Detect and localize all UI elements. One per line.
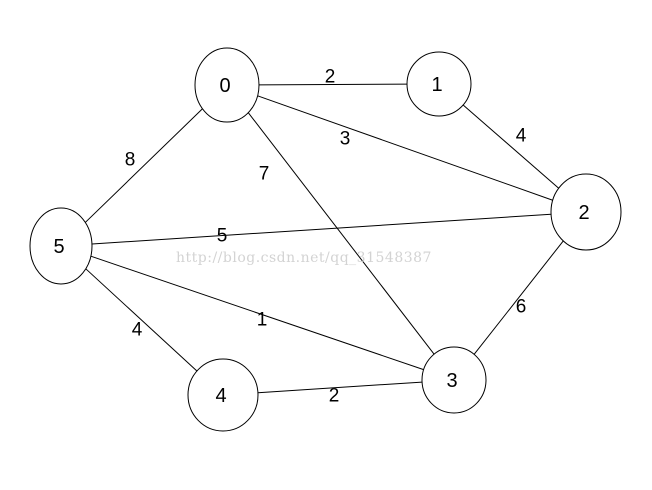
- edge-5-2: [91, 213, 552, 245]
- node-label-0: 0: [219, 75, 230, 97]
- edges-layer: 2 4 3 8 7 5 1 4 6 2: [84, 67, 564, 407]
- node-label-4: 4: [215, 385, 226, 407]
- edge-weight-1-2: 4: [516, 126, 527, 147]
- edge-0-5: [84, 108, 203, 223]
- node-2: 2: [550, 173, 622, 251]
- node-label-1: 1: [431, 74, 442, 96]
- node-3: 3: [421, 346, 487, 414]
- edge-0-1: [258, 83, 408, 86]
- edge-1-2: [462, 104, 560, 189]
- node-5: 5: [29, 207, 93, 285]
- node-circle-1: [406, 51, 472, 117]
- node-label-3: 3: [446, 370, 457, 392]
- edge-weight-5-3: 1: [257, 310, 268, 331]
- edge-weight-0-1: 2: [325, 67, 336, 88]
- edge-weight-0-3: 7: [259, 164, 270, 185]
- edge-4-3: [257, 381, 423, 394]
- edge-5-3: [90, 255, 424, 371]
- node-4: 4: [187, 358, 259, 432]
- edge-0-2: [257, 95, 553, 201]
- node-circle-2: [550, 173, 622, 251]
- edge-0-3: [247, 112, 435, 355]
- edge-weight-5-4: 4: [132, 320, 143, 341]
- nodes-layer: 0 1 2 3 4 5: [29, 47, 622, 432]
- node-0: 0: [194, 47, 260, 123]
- node-label-5: 5: [53, 236, 64, 258]
- watermark: http://blog.csdn.net/qq_31548387: [176, 250, 432, 266]
- edge-weight-5-2: 5: [217, 226, 228, 247]
- node-circle-0: [194, 47, 260, 123]
- node-label-2: 2: [578, 202, 589, 224]
- edge-weight-0-2: 3: [340, 129, 351, 150]
- node-1: 1: [406, 51, 472, 117]
- node-circle-3: [421, 346, 487, 414]
- edge-5-4: [85, 268, 198, 372]
- edge-weight-2-3: 6: [516, 297, 527, 318]
- edge-weight-0-5: 8: [125, 150, 136, 171]
- node-circle-5: [29, 207, 93, 285]
- edge-2-3: [473, 240, 564, 355]
- edge-weight-4-3: 2: [329, 386, 340, 407]
- node-circle-4: [187, 358, 259, 432]
